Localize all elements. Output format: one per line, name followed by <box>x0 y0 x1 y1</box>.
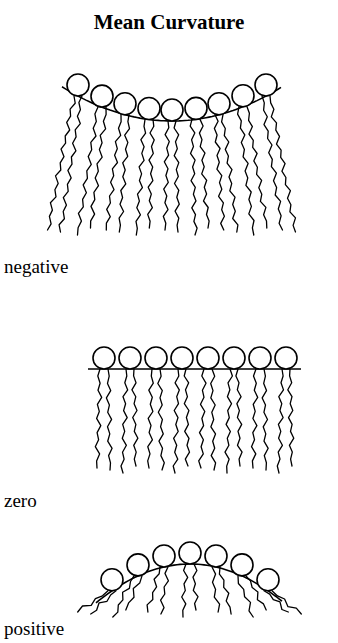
lipid-tail <box>78 107 99 235</box>
lipid-tail <box>270 96 296 232</box>
lipid-tail <box>184 369 189 466</box>
lipid-head <box>171 347 193 369</box>
interface-curve <box>96 564 282 603</box>
lipid-head <box>197 347 219 369</box>
lipid-tail <box>277 369 283 473</box>
lipid-head <box>185 97 207 119</box>
lipid-tail <box>252 369 258 468</box>
lipid-head <box>153 545 175 567</box>
lipid-head <box>138 98 160 120</box>
lipid-tail <box>95 369 101 468</box>
lipid-tail <box>199 119 209 228</box>
lipid-tail <box>262 369 268 470</box>
lipid-tail <box>219 567 231 614</box>
lipid-head <box>231 554 253 576</box>
lipid-tail <box>59 96 82 232</box>
lipid-head <box>101 569 123 591</box>
curvature-label: zero <box>4 490 37 512</box>
lipid-tail <box>148 120 155 229</box>
lipid-tail <box>91 107 107 228</box>
lipid-tail <box>193 564 198 610</box>
lipid-head <box>119 347 141 369</box>
lipid-head <box>257 569 279 591</box>
lipid-head <box>208 93 230 115</box>
lipid-tail <box>106 369 112 470</box>
lipid-tail <box>136 120 146 236</box>
diagram-title: Mean Curvature <box>0 10 338 35</box>
lipid-head <box>232 85 254 107</box>
lipid-tail <box>288 369 294 466</box>
lipid-tail <box>182 564 188 617</box>
lipid-head <box>249 347 271 369</box>
lipid-tail <box>236 369 242 466</box>
lipid-tail <box>91 591 116 614</box>
lipid-tail <box>119 115 129 232</box>
lipid-tail <box>147 567 160 612</box>
lipid-tail <box>199 369 206 468</box>
curvature-label: negative <box>4 256 68 278</box>
lipid-tail <box>222 115 238 232</box>
lipid-tail <box>106 115 121 230</box>
lipid-tail <box>161 567 169 614</box>
lipid-tail <box>214 115 224 230</box>
lipid-head <box>223 347 245 369</box>
lipid-head <box>255 74 277 96</box>
lipid-head <box>67 74 89 96</box>
lipid-tail <box>148 369 154 468</box>
lipid-head <box>114 93 136 115</box>
lipid-tail <box>158 369 165 470</box>
interface-curve <box>88 368 301 370</box>
lipid-tail <box>121 369 128 473</box>
lipid-tail <box>225 369 232 473</box>
lipid-head <box>179 542 201 564</box>
lipid-tail <box>132 369 138 466</box>
lipid-tail <box>212 567 220 612</box>
lipid-tail <box>48 96 76 230</box>
lipid-tail <box>190 119 197 235</box>
lipid-head <box>127 554 149 576</box>
lipid-tail <box>174 121 179 232</box>
lipid-tail <box>272 591 301 614</box>
lipid-head <box>91 85 113 107</box>
lipid-tail <box>211 369 216 470</box>
lipid-head <box>275 347 297 369</box>
lipid-head <box>161 99 183 121</box>
curvature-label: positive <box>4 618 64 640</box>
lipid-tail <box>163 121 169 230</box>
lipid-tail <box>173 369 179 473</box>
lipid-head <box>93 347 115 369</box>
lipid-head <box>205 545 227 567</box>
lipid-head <box>145 347 167 369</box>
